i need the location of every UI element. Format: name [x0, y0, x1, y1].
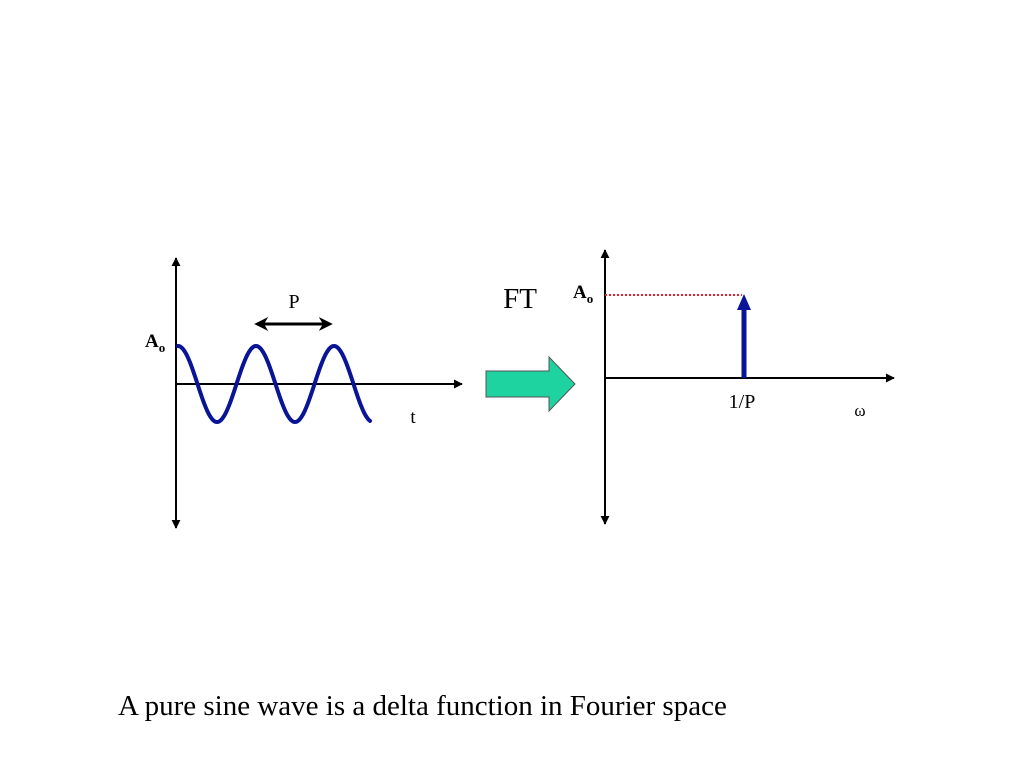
- delta-position-label: 1/P: [729, 391, 756, 413]
- right-amplitude-label: Ao: [573, 282, 593, 306]
- fourier-transform-indicator: FT: [485, 283, 576, 413]
- slide-caption: A pure sine wave is a delta function in …: [118, 690, 727, 722]
- time-domain-plot: P Ao t: [145, 257, 463, 529]
- frequency-axis-label: ω: [854, 401, 865, 420]
- frequency-domain-plot: Ao 1/P ω: [573, 249, 895, 525]
- transform-arrow: [485, 355, 576, 413]
- left-amplitude-label: Ao: [145, 331, 165, 355]
- time-axis-label: t: [410, 407, 416, 428]
- period-label: P: [288, 291, 299, 313]
- ft-label: FT: [503, 283, 537, 315]
- delta-arrowhead: [737, 294, 751, 310]
- sine-wave: [176, 343, 372, 425]
